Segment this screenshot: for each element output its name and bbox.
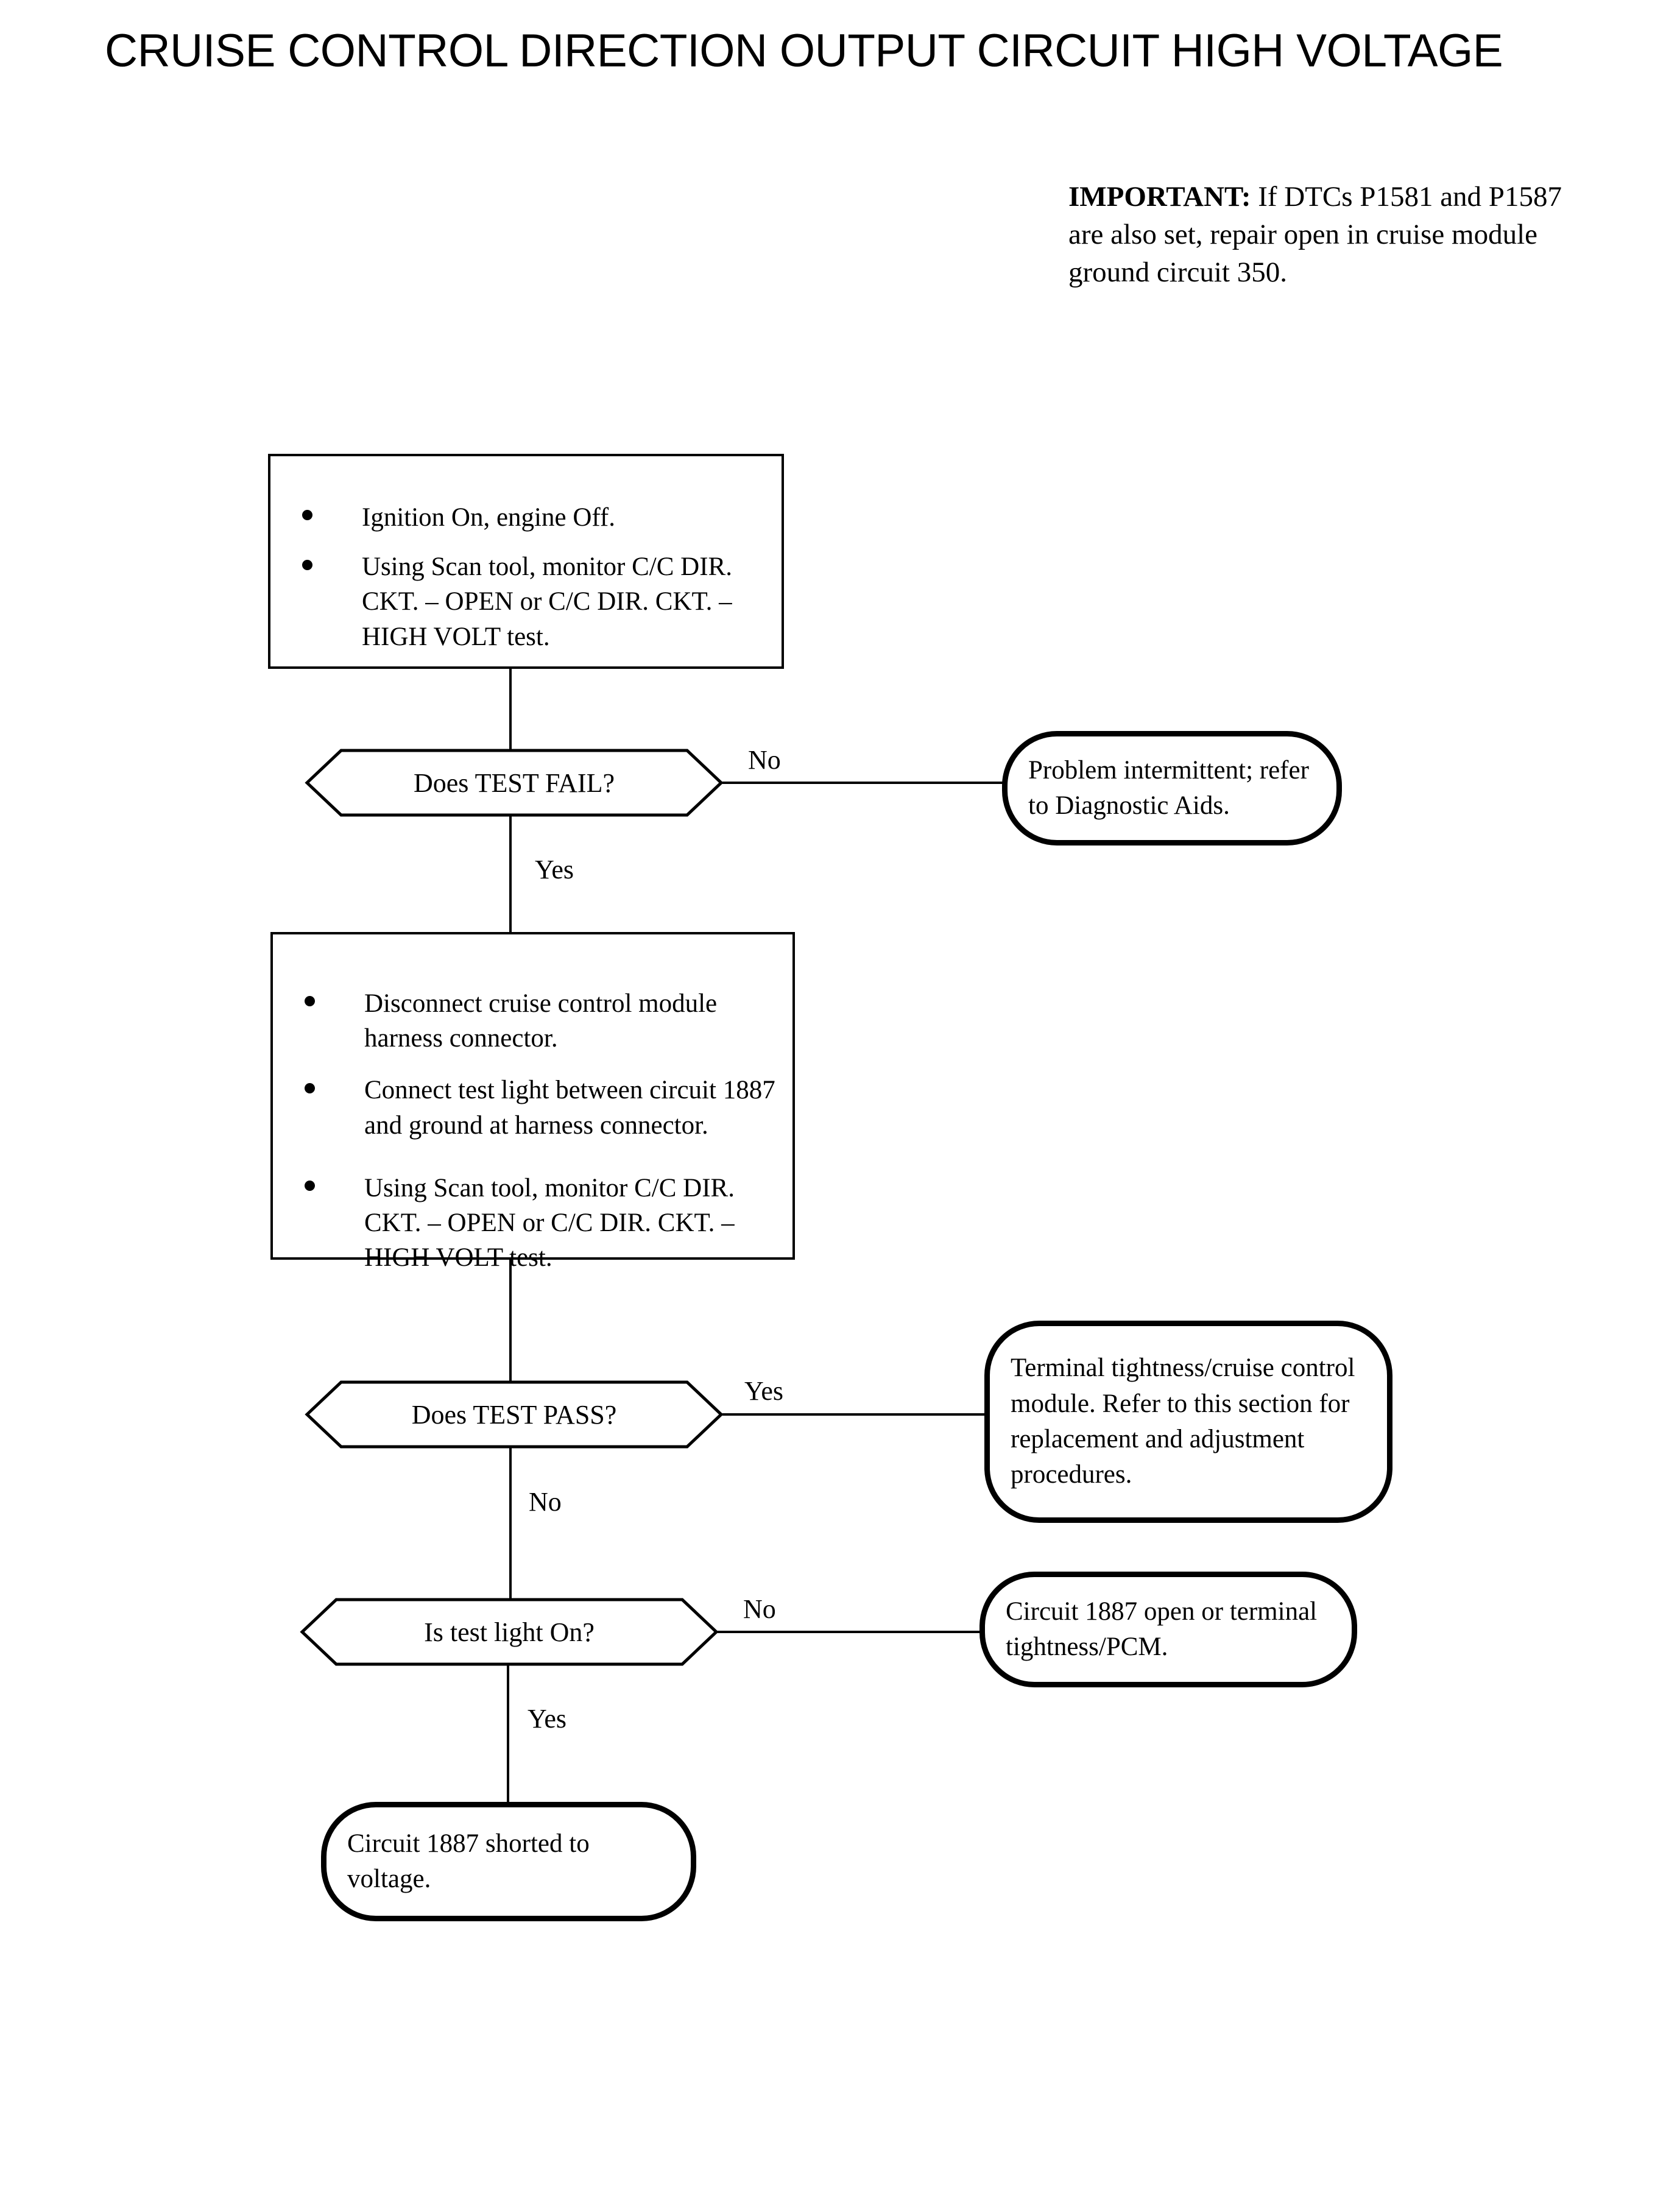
list-item-text: Using Scan tool, monitor C/C DIR. CKT. –… [364,1173,735,1273]
decision-label: Does TEST PASS? [411,1399,617,1430]
terminal-circuit-shorted: Circuit 1887 shorted to voltage. [321,1802,696,1921]
terminal-problem-intermittent: Problem intermittent; refer to Diagnosti… [1002,731,1342,846]
terminal-circuit-open: Circuit 1887 open or terminal tightness/… [979,1572,1357,1687]
bullet-icon [305,1082,315,1093]
important-note-body: If DTCs P1581 and P1587 are also set, re… [1068,181,1562,289]
list-item: Disconnect cruise control module harness… [273,986,792,1056]
bullet-icon [302,559,312,570]
list-item-text: Connect test light between circuit 1887 … [364,1076,775,1140]
terminal-text: Problem intermittent; refer to Diagnosti… [1028,755,1309,820]
connector-decision2-yes [722,1413,987,1416]
connector-decision3-no [718,1631,982,1633]
terminal-text: Circuit 1887 open or terminal tightness/… [1006,1597,1318,1661]
decision-label: Is test light On? [424,1617,595,1647]
list-item-text: Ignition On, engine Off. [362,503,615,532]
step1-bullet-list: Ignition On, engine Off. Using Scan tool… [270,500,782,654]
terminal-text: Terminal tightness/cruise control module… [1011,1354,1355,1489]
decision-does-test-pass: Does TEST PASS? [305,1380,724,1449]
list-item-text: Using Scan tool, monitor C/C DIR. CKT. –… [362,552,732,651]
bullet-icon [305,996,315,1007]
edge-label-decision1-yes: Yes [535,855,574,884]
important-note: IMPORTANT: If DTCs P1581 and P1587 are a… [1068,178,1580,291]
edge-label-decision1-no: No [748,745,781,775]
list-item: Connect test light between circuit 1887 … [273,1073,792,1142]
list-item: Using Scan tool, monitor C/C DIR. CKT. –… [270,549,782,654]
bullet-icon [302,510,312,521]
decision-does-test-fail: Does TEST FAIL? [305,748,724,817]
connector-step2-to-decision2 [509,1260,512,1382]
important-note-lead: IMPORTANT: [1068,181,1251,213]
edge-label-decision2-yes: Yes [744,1376,784,1406]
edge-label-decision2-no: No [529,1487,562,1517]
connector-decision1-no [722,782,1005,784]
terminal-text: Circuit 1887 shorted to voltage. [347,1829,590,1893]
decision-label: Does TEST FAIL? [414,768,615,798]
page-title: CRUISE CONTROL DIRECTION OUTPUT CIRCUIT … [105,25,1503,77]
connector-decision3-yes [507,1665,509,1804]
list-item: Using Scan tool, monitor C/C DIR. CKT. –… [273,1171,792,1276]
step2-bullet-list: Disconnect cruise control module harness… [273,986,792,1275]
connector-decision2-no [509,1448,512,1599]
terminal-terminal-tightness: Terminal tightness/cruise control module… [984,1321,1392,1523]
connector-step1-to-decision1 [509,669,512,750]
edge-label-decision3-no: No [743,1594,776,1624]
bullet-icon [305,1181,315,1191]
process-box-step1: Ignition On, engine Off. Using Scan tool… [268,454,784,669]
list-item-text: Disconnect cruise control module harness… [364,989,718,1053]
connector-decision1-yes [509,816,512,933]
edge-label-decision3-yes: Yes [528,1704,567,1734]
process-box-step2: Disconnect cruise control module harness… [270,932,795,1272]
list-item: Ignition On, engine Off. [270,500,782,535]
decision-is-test-light-on: Is test light On? [300,1597,719,1667]
